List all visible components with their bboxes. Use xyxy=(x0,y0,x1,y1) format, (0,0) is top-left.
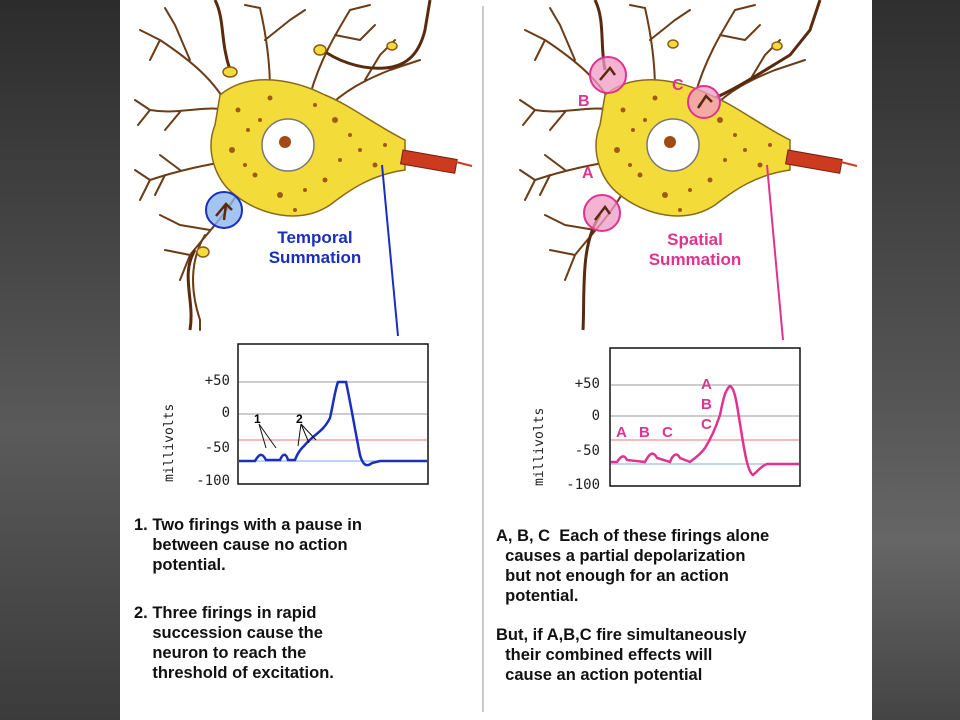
right-tick-0: 0 xyxy=(591,408,600,424)
temporal-label-line1: Temporal xyxy=(277,228,353,247)
site-b-marker xyxy=(589,56,627,94)
background-left xyxy=(0,0,120,720)
temporal-summation-label: Temporal Summation xyxy=(250,228,380,268)
right-graph-ylabel: millivolts xyxy=(532,407,547,486)
spatial-summation-label: Spatial Summation xyxy=(640,230,750,270)
left-tick-minus100: -100 xyxy=(196,473,230,489)
background-right xyxy=(872,0,960,720)
right-tick-minus50: -50 xyxy=(574,443,600,459)
peak-label-c: C xyxy=(701,416,712,433)
left-tick-plus50: +50 xyxy=(204,373,230,389)
spatial-label-line1: Spatial xyxy=(667,230,723,249)
site-label-c: C xyxy=(672,77,684,94)
right-tick-minus100: -100 xyxy=(566,477,600,493)
site-c-marker xyxy=(687,85,721,119)
site-label-b: B xyxy=(578,93,590,110)
left-tick-0: 0 xyxy=(221,405,230,421)
right-tick-plus50: +50 xyxy=(574,376,600,392)
right-neuron-illustration xyxy=(519,0,858,487)
spatial-trace xyxy=(611,384,799,477)
peak-label-a: A xyxy=(701,376,712,393)
temporal-note-2: 2. Three firings in rapid succession cau… xyxy=(134,604,334,682)
site-a-marker xyxy=(583,194,621,232)
spatial-label-line2: Summation xyxy=(648,250,742,269)
panel-divider xyxy=(482,6,484,712)
temporal-note-1: 1. Two firings with a pause in between c… xyxy=(134,516,362,574)
left-neuron-illustration xyxy=(134,0,473,485)
left-tick-minus50: -50 xyxy=(204,440,230,456)
slide: Temporal Summation millivolts +50 0 -50 … xyxy=(120,0,872,720)
marker-1: 1 xyxy=(254,412,261,426)
temporal-label-line2: Summation xyxy=(268,248,362,267)
wave-label-b: B xyxy=(639,424,650,441)
wave-label-a: A xyxy=(616,424,627,441)
spatial-note-2: But, if A,B,C fire simultaneously their … xyxy=(496,626,747,684)
peak-label-b: B xyxy=(701,396,712,413)
wave-label-c: C xyxy=(662,424,673,441)
spatial-note-1: A, B, C Each of these firings alone caus… xyxy=(496,527,770,605)
site-label-a: A xyxy=(582,165,594,182)
marker-2: 2 xyxy=(296,412,303,426)
